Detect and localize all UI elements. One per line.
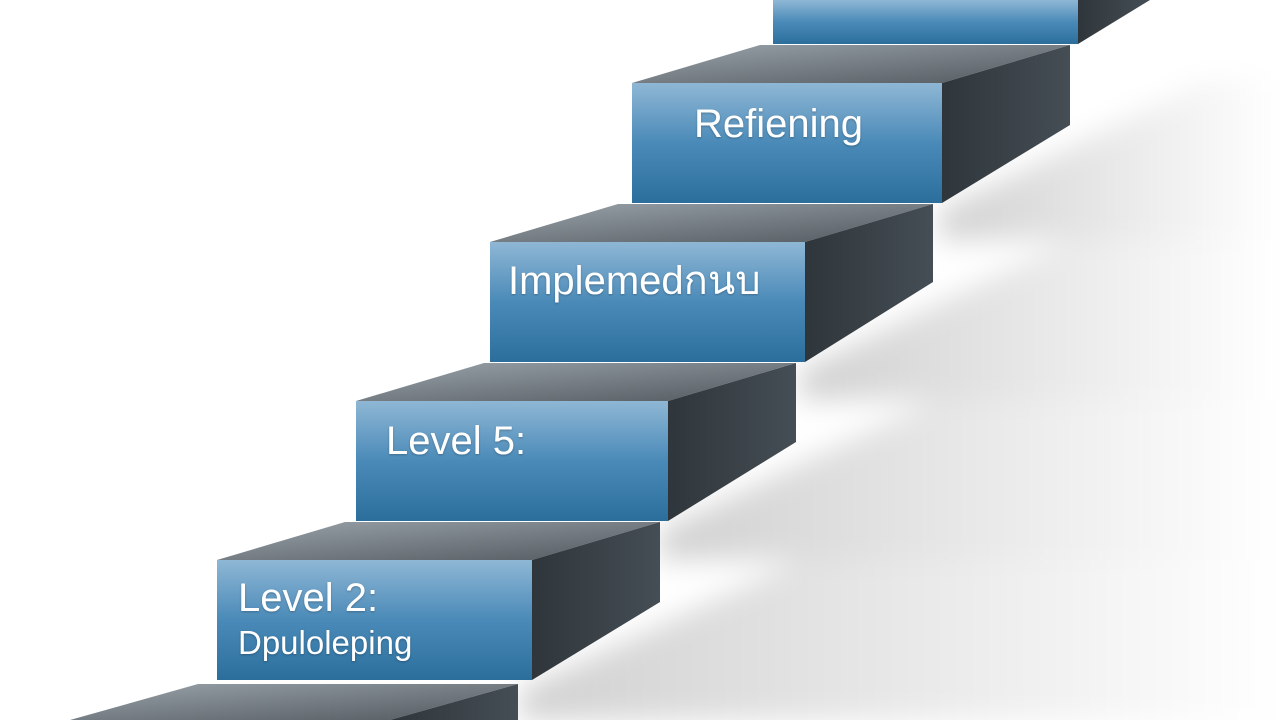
step-3-front	[356, 401, 668, 521]
step-3-top	[356, 363, 796, 401]
step-shadows	[520, 80, 1280, 720]
step-1-top	[70, 684, 518, 720]
step-2	[217, 522, 660, 680]
step-4	[490, 204, 933, 362]
step-2-label: Level 2: Dpuloleping	[238, 575, 412, 663]
step-4-side	[805, 204, 933, 362]
step-2-top	[217, 522, 660, 560]
step-2-side	[532, 522, 660, 680]
step-3	[356, 363, 796, 521]
step-5-front	[632, 83, 942, 203]
step-6-side	[1078, 0, 1150, 44]
step-2-subtitle: Dpuloleping	[238, 624, 413, 661]
step-6	[773, 0, 1150, 44]
step-6-front	[773, 0, 1078, 44]
step-5	[632, 45, 1070, 203]
step-5-label: Refiening	[694, 101, 863, 147]
step-1-side	[390, 684, 518, 720]
step-4-front	[490, 242, 805, 362]
step-4-top	[490, 204, 933, 242]
step-3-side	[668, 363, 796, 521]
step-4-title: Implemedกนบ	[508, 259, 761, 303]
step-1	[70, 684, 518, 720]
step-4-label: Implemedกนบ	[508, 258, 761, 304]
step-5-top	[632, 45, 1070, 83]
step-5-side	[942, 45, 1070, 203]
step-3-label: Level 5:	[386, 418, 526, 464]
step-5-title: Refiening	[694, 102, 864, 146]
step-2-front	[217, 560, 532, 680]
step-3-title: Level 5:	[386, 419, 527, 463]
step-2-title: Level 2:	[238, 576, 379, 620]
